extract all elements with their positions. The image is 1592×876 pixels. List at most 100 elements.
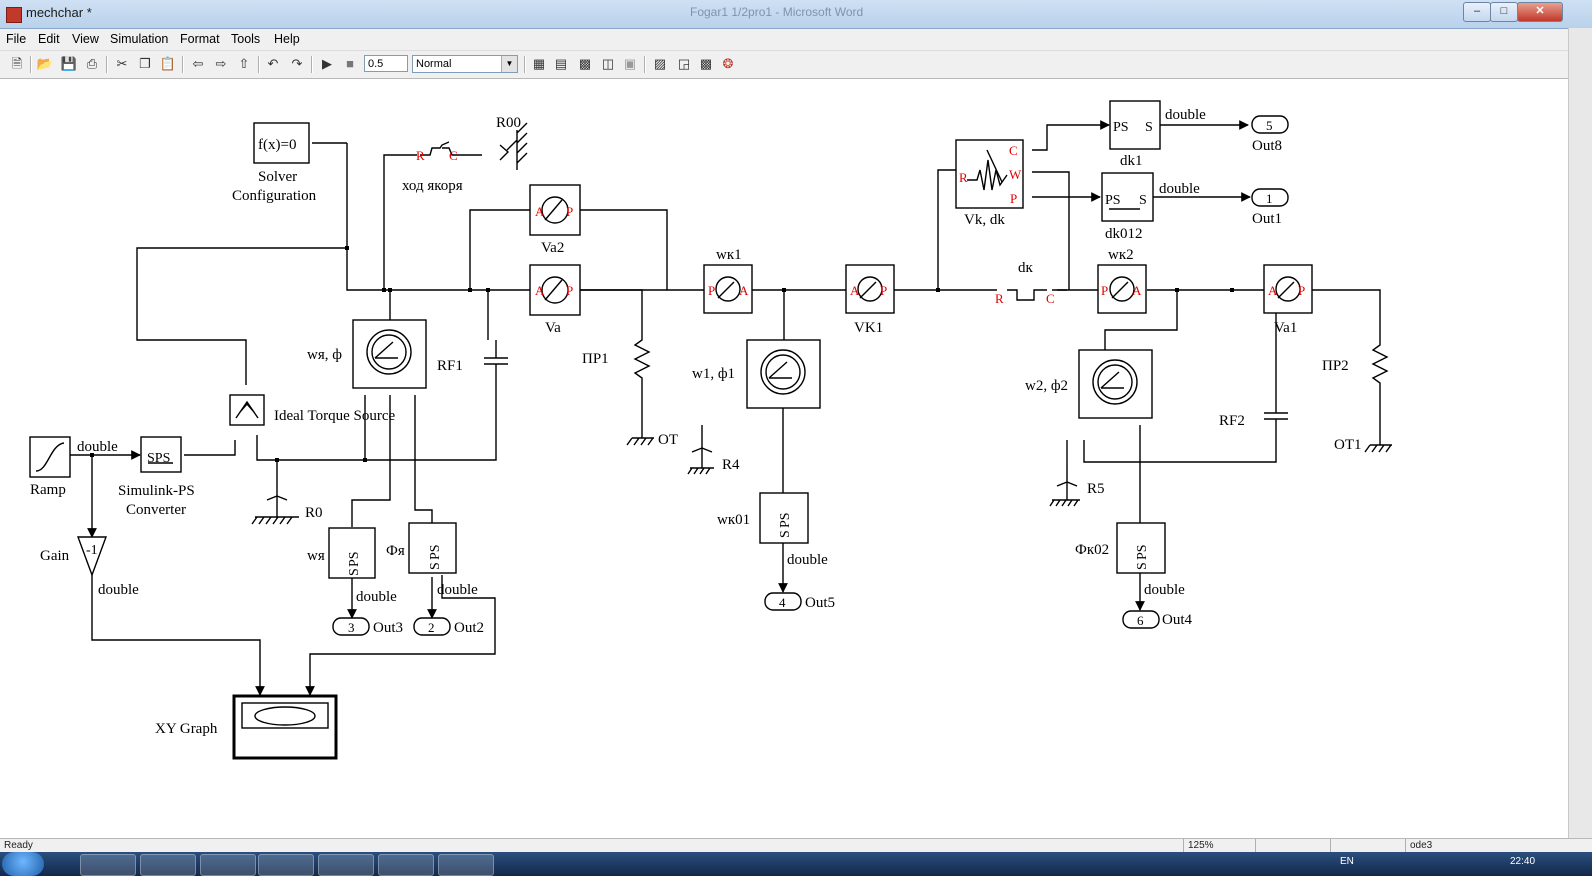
paste-icon[interactable]: 📋 bbox=[159, 56, 177, 71]
taskbar-item[interactable] bbox=[258, 854, 314, 876]
debugger-icon[interactable]: ▣ bbox=[623, 56, 637, 71]
model-explorer-icon[interactable]: ◫ bbox=[601, 56, 615, 71]
new-icon[interactable]: 🗎 bbox=[11, 56, 23, 71]
clock[interactable]: 22:40 bbox=[1510, 856, 1536, 867]
taskbar: EN 22:40 bbox=[0, 852, 1592, 876]
translational-hard-stop-dk-icon bbox=[972, 289, 1067, 301]
port-label: A bbox=[535, 283, 545, 298]
taskbar-item[interactable] bbox=[378, 854, 434, 876]
sps-converter-label-2: Converter bbox=[126, 502, 186, 518]
w1-phi1-label: w1, ф1 bbox=[692, 366, 735, 382]
menu-help[interactable]: Help bbox=[274, 32, 300, 46]
dk1-label: dk1 bbox=[1120, 153, 1143, 169]
port-label: R bbox=[959, 170, 968, 185]
vk1-sensor-block bbox=[845, 264, 895, 314]
r0-label: R0 bbox=[305, 505, 323, 521]
open-icon[interactable]: 📂 bbox=[36, 56, 54, 71]
ground-ot1-icon bbox=[1364, 444, 1392, 453]
dk-label: dк bbox=[1018, 260, 1034, 276]
pr1-label: ПР1 bbox=[582, 351, 609, 367]
out8-port-number: 5 bbox=[1266, 118, 1273, 133]
save-icon[interactable]: 💾 bbox=[60, 56, 78, 71]
stop-simulation-icon[interactable]: ■ bbox=[346, 56, 354, 71]
menu-file[interactable]: File bbox=[6, 32, 27, 46]
close-button[interactable]: ✕ bbox=[1517, 2, 1563, 22]
language-indicator[interactable]: EN bbox=[1340, 856, 1354, 867]
stop-time-input[interactable]: 0.5 bbox=[364, 55, 408, 72]
simulation-mode-select[interactable]: Normal ▼ bbox=[412, 55, 518, 73]
statusbar: Ready 125% ode3 bbox=[0, 838, 1592, 853]
print-icon[interactable]: ⎙ bbox=[86, 56, 98, 71]
wire bbox=[1032, 171, 1070, 290]
out5-label: Out5 bbox=[805, 595, 835, 611]
vertical-scrollbar[interactable] bbox=[1568, 28, 1592, 838]
up-icon[interactable]: ⇧ bbox=[238, 56, 250, 71]
update-diagram-icon[interactable]: ▤ bbox=[554, 56, 568, 71]
back-icon[interactable]: ⇦ bbox=[192, 56, 204, 71]
port-label: R bbox=[416, 148, 425, 163]
chevron-down-icon[interactable]: ▼ bbox=[501, 56, 517, 72]
signal-monitor-icon[interactable]: ◲ bbox=[677, 56, 691, 71]
simulation-mode-value: Normal bbox=[416, 58, 452, 70]
menu-simulation[interactable]: Simulation bbox=[110, 32, 169, 46]
va-label: Va bbox=[545, 320, 561, 336]
forward-icon[interactable]: ⇨ bbox=[215, 56, 227, 71]
taskbar-item[interactable] bbox=[438, 854, 494, 876]
va2-sensor-block bbox=[529, 184, 581, 236]
fk02-ps-text: PS bbox=[1135, 544, 1150, 560]
taskbar-item[interactable] bbox=[80, 854, 136, 876]
signal-line bbox=[305, 575, 496, 696]
taskbar-item[interactable] bbox=[140, 854, 196, 876]
wk01-label: wк01 bbox=[717, 512, 750, 528]
simulink-ps-converter-block bbox=[140, 436, 182, 473]
start-simulation-icon[interactable]: ▶ bbox=[322, 56, 332, 71]
start-button[interactable] bbox=[2, 852, 44, 876]
dk012-ps-converter-block bbox=[1101, 172, 1154, 222]
minimize-button[interactable]: – bbox=[1463, 2, 1491, 22]
status-text: Ready bbox=[4, 840, 33, 851]
build-icon[interactable]: ▦ bbox=[532, 56, 546, 71]
maximize-button[interactable]: □ bbox=[1490, 2, 1518, 22]
fk02-ps-converter-block bbox=[1116, 522, 1166, 574]
fya-s-text: S bbox=[428, 562, 443, 570]
model-canvas[interactable]: f(x)=0 Solver Configuration ход якоря R0… bbox=[0, 79, 1592, 838]
gain-value: -1 bbox=[86, 543, 98, 558]
wya-ps-converter-block bbox=[328, 527, 376, 579]
hod-label: ход якоря bbox=[402, 178, 463, 194]
dk012-ps-text: PS bbox=[1105, 193, 1121, 208]
ground-ot-icon bbox=[626, 437, 654, 446]
sps-text: SPS bbox=[147, 451, 170, 466]
wire bbox=[351, 395, 391, 527]
menu-edit[interactable]: Edit bbox=[38, 32, 60, 46]
signal-label-double: double bbox=[98, 582, 139, 598]
cut-icon[interactable]: ✂ bbox=[116, 56, 128, 71]
profiler-icon[interactable]: ▩ bbox=[699, 56, 713, 71]
taskbar-item[interactable] bbox=[200, 854, 256, 876]
wire bbox=[414, 395, 433, 523]
background-window-title: Fogar1 1/2pro1 - Microsoft Word bbox=[690, 5, 864, 19]
model-advisor-icon[interactable]: ▨ bbox=[653, 56, 667, 71]
dk012-s-text: S bbox=[1139, 193, 1147, 208]
taskbar-item[interactable] bbox=[318, 854, 374, 876]
menu-view[interactable]: View bbox=[72, 32, 99, 46]
library-browser-icon[interactable]: ▩ bbox=[578, 56, 592, 71]
vk-dk-label: Vk, dk bbox=[964, 212, 1005, 228]
record-icon[interactable]: ❂ bbox=[722, 56, 734, 71]
wire bbox=[1083, 440, 1277, 463]
gain-label: Gain bbox=[40, 548, 70, 564]
dk012-label: dk012 bbox=[1105, 226, 1143, 242]
menu-format[interactable]: Format bbox=[180, 32, 220, 46]
port-label: A bbox=[739, 283, 749, 298]
solver-name: ode3 bbox=[1405, 839, 1570, 852]
redo-icon[interactable]: ↷ bbox=[291, 56, 303, 71]
menu-tools[interactable]: Tools bbox=[231, 32, 261, 46]
wya-s-text: S bbox=[347, 568, 362, 576]
solver-label-1: Solver bbox=[258, 169, 297, 185]
wire bbox=[1104, 290, 1178, 350]
signal-line bbox=[91, 575, 265, 696]
undo-icon[interactable]: ↶ bbox=[267, 56, 279, 71]
r5-label: R5 bbox=[1087, 481, 1105, 497]
port-label: P bbox=[1010, 191, 1017, 206]
copy-icon[interactable]: ❐ bbox=[139, 56, 151, 71]
out3-port-number: 3 bbox=[348, 620, 355, 635]
